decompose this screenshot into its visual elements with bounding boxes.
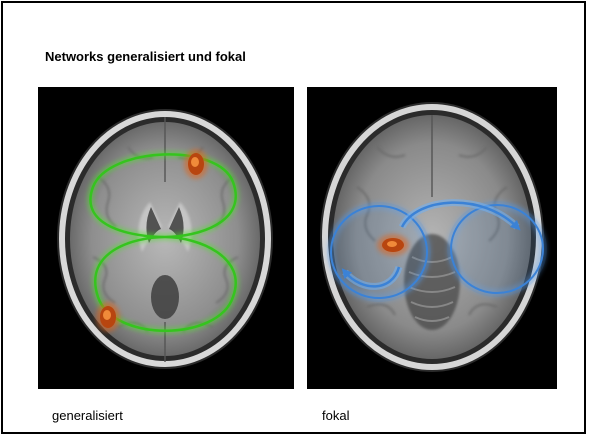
focus-spot-lower-left [96,302,120,332]
focal-network-image [307,87,557,389]
focus-spot-upper-right [184,149,208,179]
caption-generalized: generalisiert [52,408,123,423]
slide-title: Networks generalisiert und fokal [45,49,246,64]
focus-spot-left-temporal [377,234,409,256]
generalized-network-image [38,87,294,389]
caption-focal: fokal [322,408,349,423]
